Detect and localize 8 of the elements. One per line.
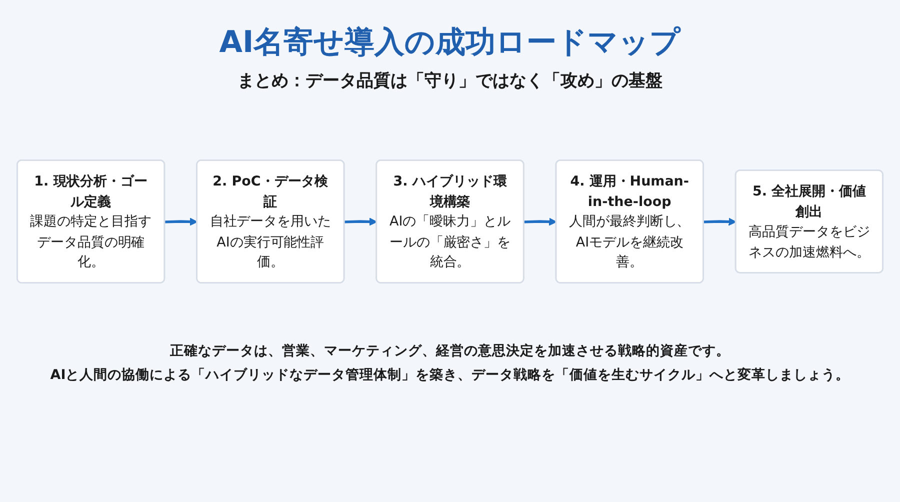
summary-text: 正確なデータは、営業、マーケティング、経営の意思決定を加速させる戦略的資産です。 <box>169 342 731 360</box>
arrow <box>344 217 378 226</box>
arrow <box>524 217 557 226</box>
subtitle: まとめ：データ品質は「守り」ではなく「攻め」の基盤 <box>236 70 664 92</box>
arrow <box>704 217 736 226</box>
title: AI名寄せ導入の成功ロードマップ <box>218 24 682 62</box>
arrow <box>164 217 198 226</box>
summary-text: AIと人間の協働による「ハイブリッドなデータ管理体制」を築き、データ戦略を「価値を生むサイクル」へと変革しましょう。 <box>49 366 851 384</box>
